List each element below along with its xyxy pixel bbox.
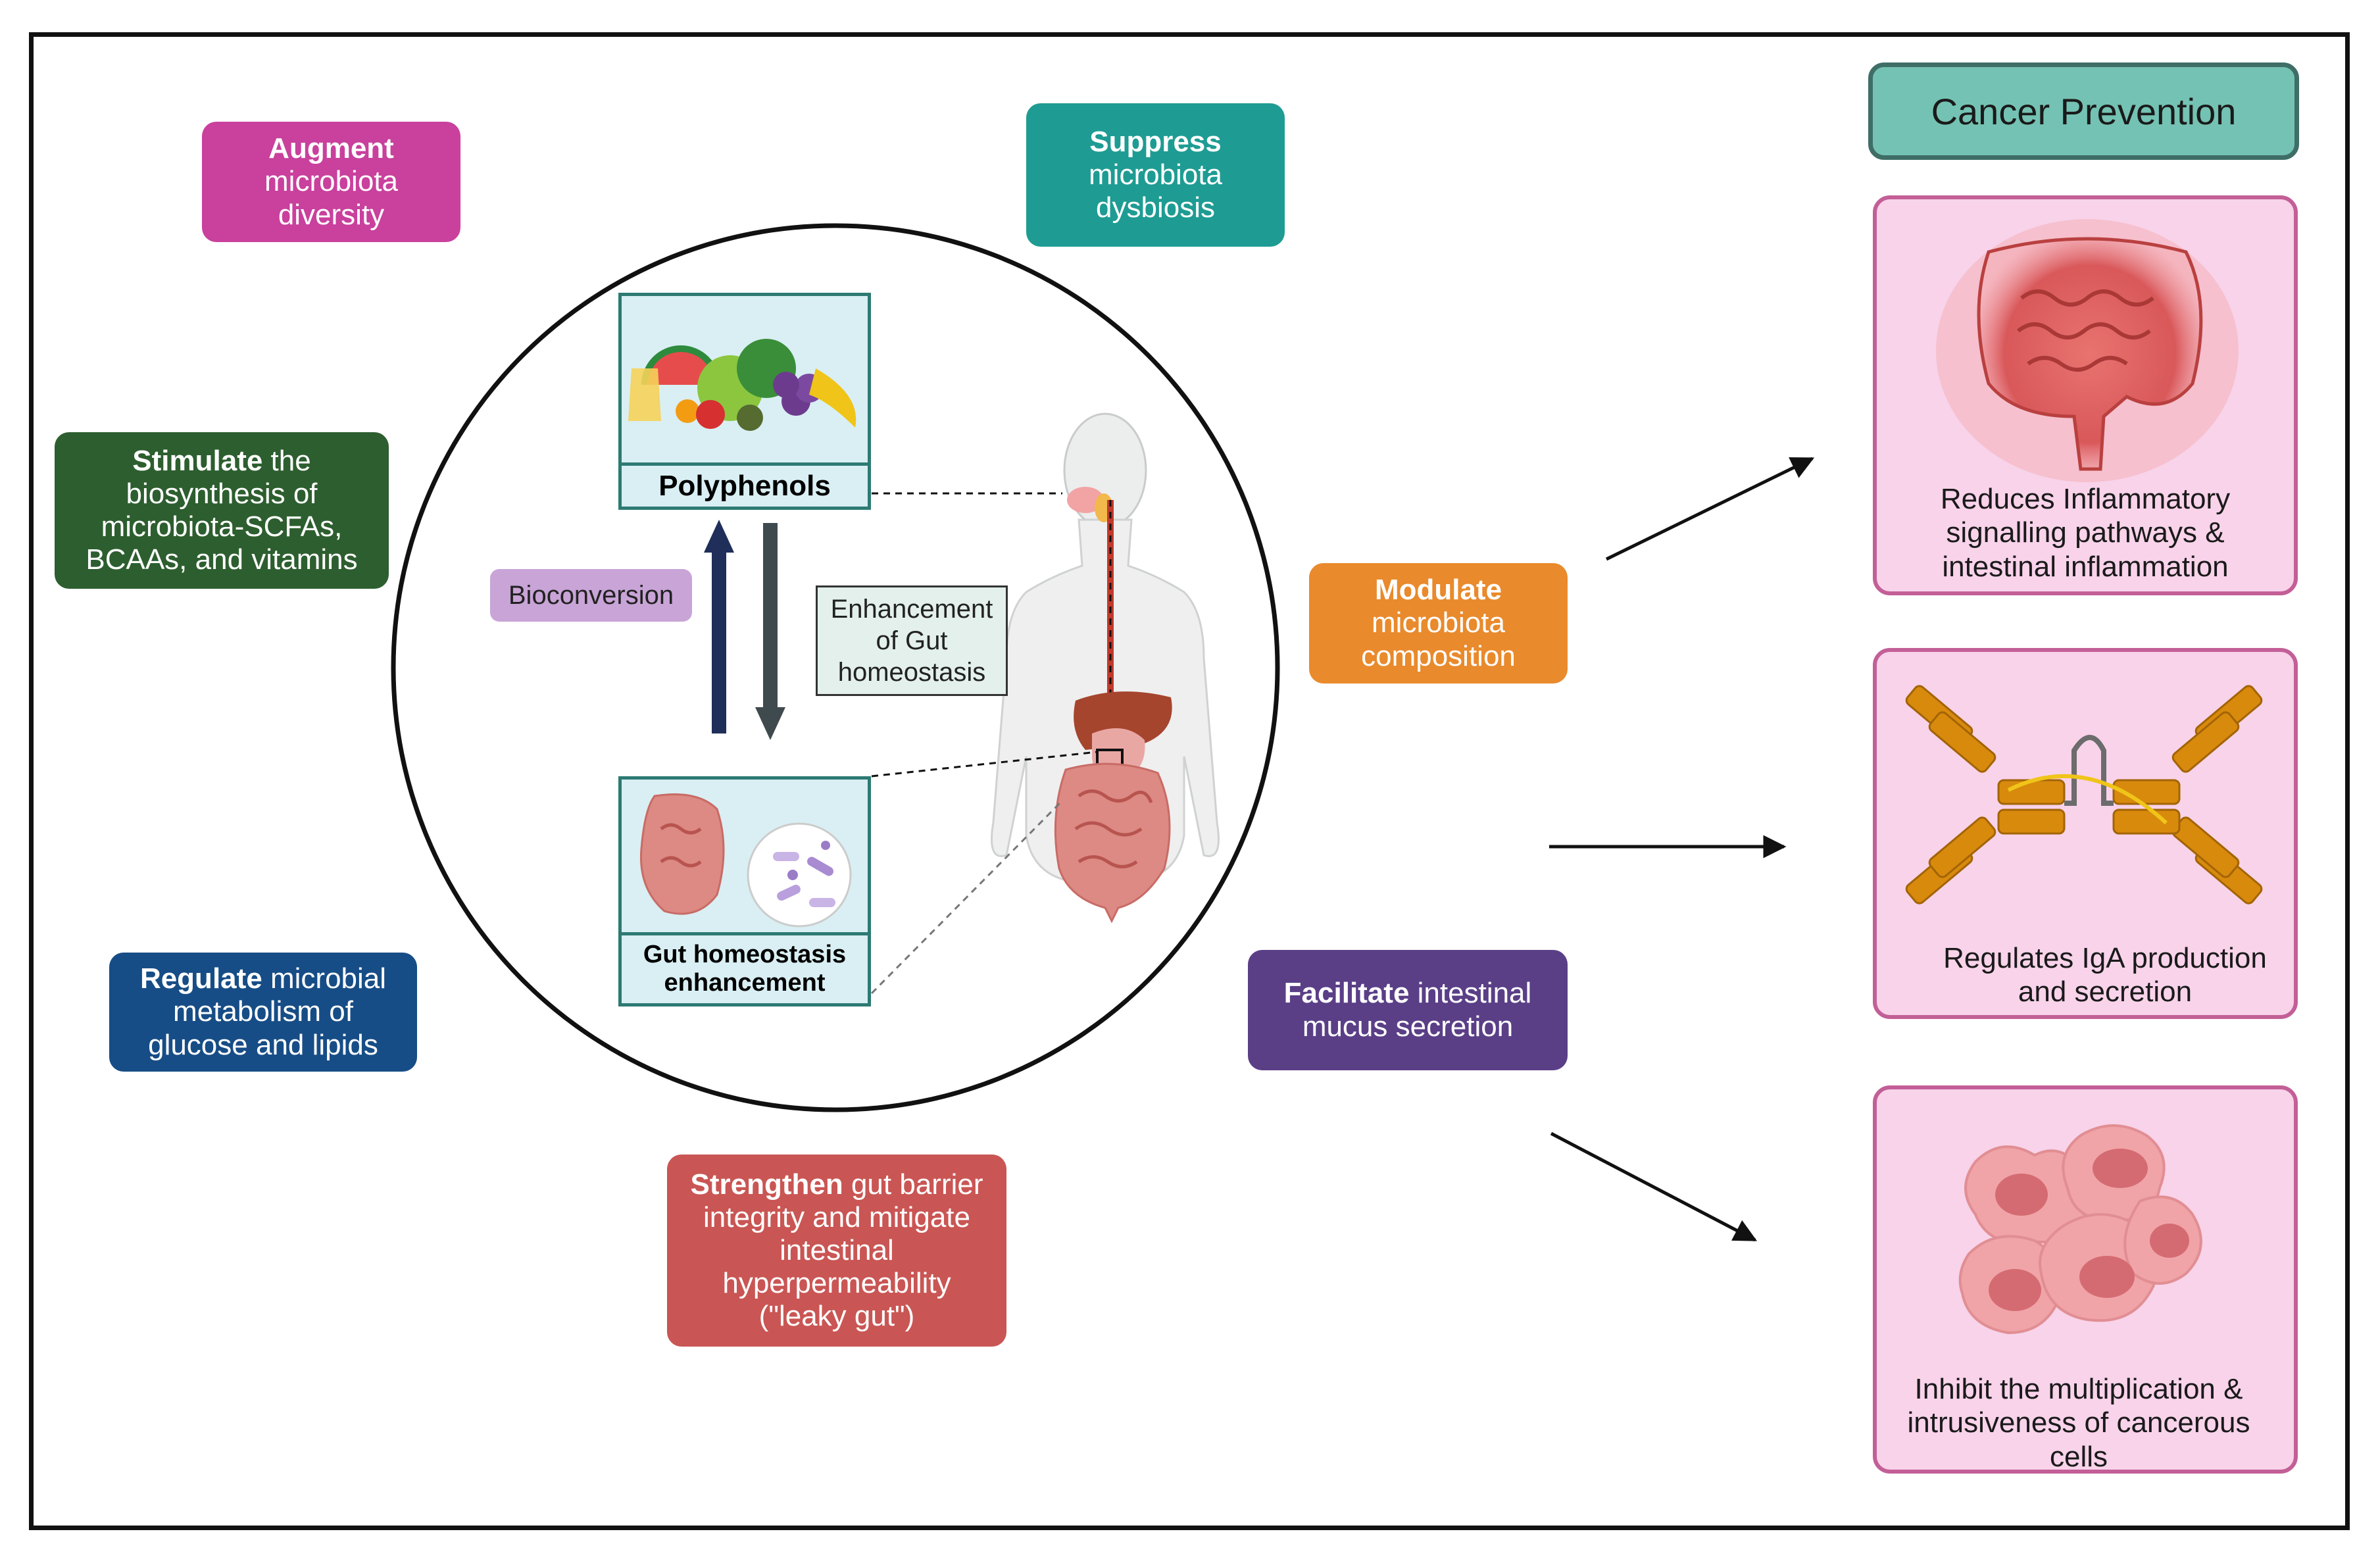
polyphenols-food-icon <box>618 293 871 467</box>
gut-homeostasis-box: Gut homeostasis enhancement <box>618 776 871 1006</box>
bioconversion-label: Bioconversion <box>490 569 692 622</box>
strengthen-barrier-box: Strengthen gut barrier integrity and mit… <box>667 1155 1006 1347</box>
up-arrow-icon <box>704 520 734 733</box>
gut-connector-lower <box>870 801 1062 995</box>
cancer-cells-text: Inhibit the multiplication & intrusivene… <box>1907 1373 2250 1473</box>
polyphenols-label: Polyphenols <box>622 462 868 507</box>
inflammation-panel: Reduces Inflammatory signalling pathways… <box>1873 195 2298 595</box>
colon-icon <box>1936 219 2239 482</box>
cancer-cells-panel: Inhibit the multiplication & intrusivene… <box>1873 1085 2298 1474</box>
regulate-metabolism-box: Regulate microbial metabolism of glucose… <box>109 953 417 1072</box>
modulate-composition-box: Modulate microbiota composition <box>1309 563 1568 683</box>
outer-frame <box>29 32 2350 1530</box>
stimulate-biosynthesis-box: Stimulate the biosynthesis of microbiota… <box>55 432 389 589</box>
iga-text: Regulates IgA production and secretion <box>1943 942 2267 1008</box>
iga-panel: Regulates IgA production and secretion <box>1873 648 2298 1019</box>
facilitate-mucus-box: Facilitate intestinal mucus secretion <box>1248 950 1568 1070</box>
gut-microbiota-icon <box>618 776 871 934</box>
central-circle <box>391 223 1280 1112</box>
human-body-icon <box>991 412 1220 924</box>
gut-homeostasis-label: Gut homeostasis enhancement <box>622 932 868 1003</box>
arrow-to-inflammation <box>1605 457 1815 561</box>
down-arrow-icon <box>755 523 785 740</box>
iga-antibody-icon <box>1905 685 2263 905</box>
suppress-dysbiosis-box: Suppress microbiota dysbiosis <box>1026 103 1285 247</box>
cancer-prevention-title: Cancer Prevention <box>1868 62 2299 160</box>
cancer-cells-icon <box>1958 1124 2202 1335</box>
polyphenols-box: Polyphenols <box>618 293 871 510</box>
enhancement-label: Enhancement of Gut homeostasis <box>816 585 1008 696</box>
arrow-to-cancer-cells <box>1550 1131 1758 1242</box>
inflammation-text: Reduces Inflammatory signalling pathways… <box>1940 483 2231 583</box>
augment-diversity-box: Augment microbiota diversity <box>202 122 460 242</box>
gut-connector-upper <box>871 751 1098 778</box>
